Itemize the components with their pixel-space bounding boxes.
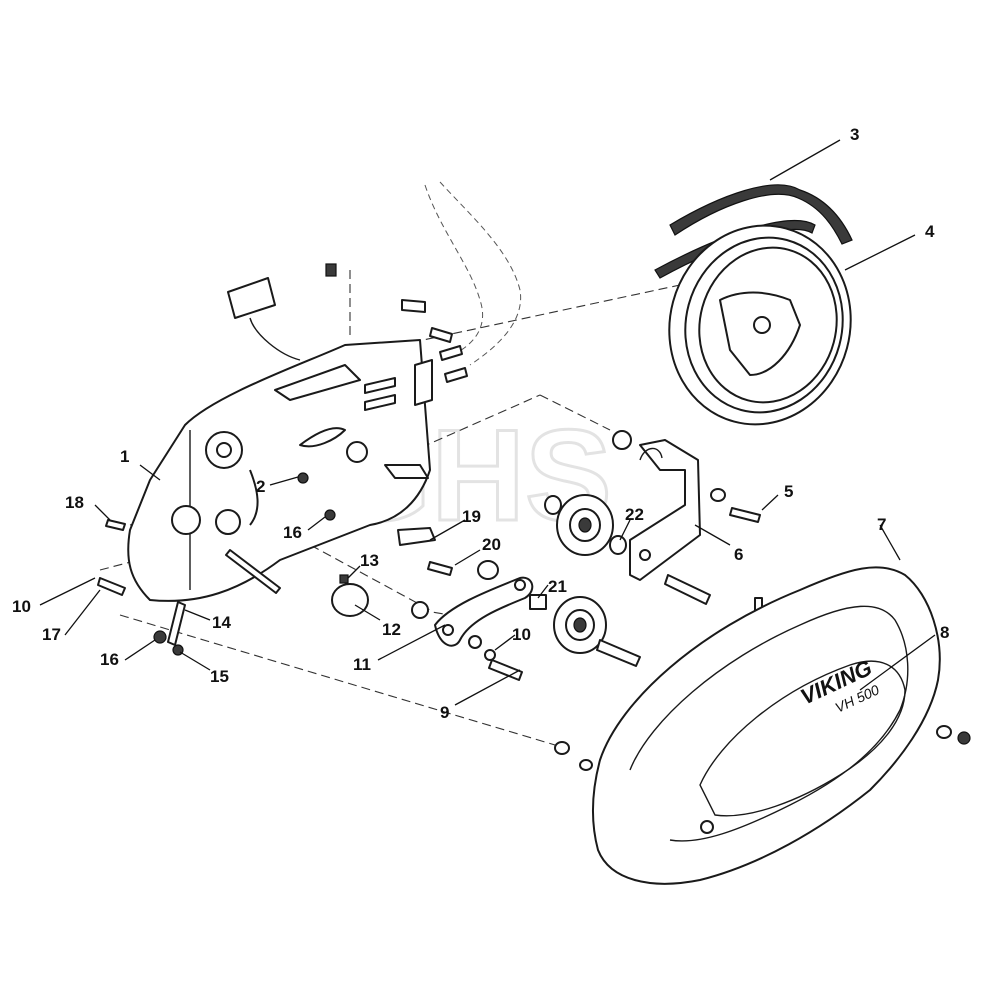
callout-4: 4 xyxy=(925,222,935,241)
tension-lever xyxy=(434,576,534,647)
idler-pulleys xyxy=(331,494,627,654)
callout-22: 22 xyxy=(625,505,644,524)
callout-16-lower: 16 xyxy=(100,650,119,669)
callout-17: 17 xyxy=(42,625,61,644)
handlebar-outline xyxy=(424,181,522,366)
side-plate xyxy=(127,339,431,602)
callout-1: 1 xyxy=(120,447,129,466)
callout-2: 2 xyxy=(256,477,265,496)
callout-13: 13 xyxy=(360,551,379,570)
callout-14: 14 xyxy=(212,613,231,632)
bolts xyxy=(97,507,761,681)
callout-20: 20 xyxy=(482,535,501,554)
callout-10-right: 10 xyxy=(512,625,531,644)
callout-8: 8 xyxy=(940,623,949,642)
belt-cover: VIKING VH 500 xyxy=(591,566,941,885)
callout-12: 12 xyxy=(382,620,401,639)
callout-16-upper: 16 xyxy=(283,523,302,542)
callout-6: 6 xyxy=(734,545,743,564)
callout-11: 11 xyxy=(353,655,371,674)
plate-hardware xyxy=(325,263,468,546)
callout-18: 18 xyxy=(65,493,84,512)
callout-15: 15 xyxy=(210,667,229,686)
callout-19: 19 xyxy=(462,507,481,526)
warning-decal xyxy=(227,277,301,361)
pulley-wheel xyxy=(668,224,852,426)
callout-9: 9 xyxy=(440,703,449,722)
callout-5: 5 xyxy=(784,482,793,501)
leader-lines xyxy=(39,139,936,706)
callout-labels: 1 2 3 4 5 6 7 8 9 10 10 11 12 13 14 15 1… xyxy=(12,125,949,722)
callout-21: 21 xyxy=(548,577,567,596)
callout-3: 3 xyxy=(850,125,859,144)
callout-7: 7 xyxy=(877,515,886,534)
tension-bracket xyxy=(612,430,701,581)
callout-10-left: 10 xyxy=(12,597,31,616)
